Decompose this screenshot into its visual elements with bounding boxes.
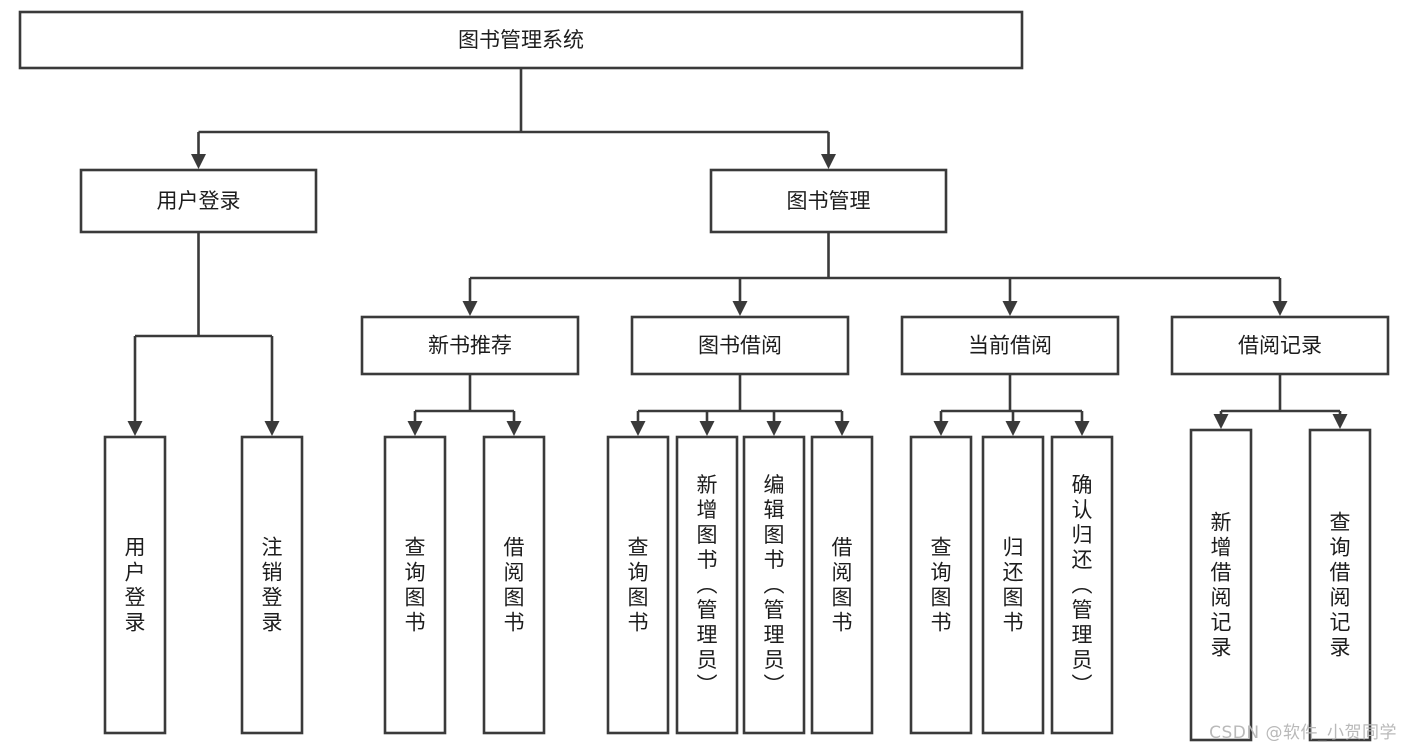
- level3-node-4[interactable]: 借阅记录: [1170, 315, 1390, 376]
- node-layer: 图书管理系统用户登录图书管理新书推荐图书借阅当前借阅借阅记录用户登录注销登录查询…: [18, 10, 1390, 742]
- leaf-node-3-box[interactable]: [383, 435, 447, 735]
- arrowhead: [1002, 301, 1018, 316]
- leaf-node-5-label: 查询图书: [628, 536, 649, 635]
- level3-node-2[interactable]: 图书借阅: [630, 315, 850, 376]
- level2-node-1-box[interactable]: [79, 168, 318, 234]
- leaf-node-2-label: 注销登录: [262, 536, 283, 635]
- leaf-node-1-label: 用户登录: [125, 536, 146, 635]
- root-node-book-management-system-box[interactable]: [18, 10, 1024, 70]
- level3-node-3-label: 当前借阅: [968, 334, 1052, 358]
- leaf-node-8[interactable]: 借阅图书: [810, 435, 874, 735]
- level3-node-3-box[interactable]: [900, 315, 1120, 376]
- level3-node-2-box[interactable]: [630, 315, 850, 376]
- level2-node-2-box[interactable]: [709, 168, 948, 234]
- leaf-node-7[interactable]: 编辑图书︵管理员︶: [742, 435, 806, 735]
- leaf-node-4-label: 借阅图书: [504, 536, 525, 635]
- arrowhead: [821, 154, 836, 169]
- level2-node-1-label: 用户登录: [157, 189, 241, 213]
- leaf-node-6[interactable]: 新增图书︵管理员︶: [675, 435, 739, 735]
- leaf-node-11-label: 确认归还︵管理员︶: [1072, 473, 1093, 697]
- leaf-node-12[interactable]: 新增借阅记录: [1189, 428, 1253, 742]
- level2-node-2[interactable]: 图书管理: [709, 168, 948, 234]
- leaf-node-8-label: 借阅图书: [832, 536, 853, 635]
- arrowhead: [127, 421, 143, 436]
- arrowhead: [1213, 414, 1229, 429]
- leaf-node-12-box[interactable]: [1189, 428, 1253, 742]
- arrowhead: [1332, 414, 1348, 429]
- arrowhead: [462, 301, 478, 316]
- leaf-node-7-label: 编辑图书︵管理员︶: [764, 473, 785, 697]
- leaf-node-9[interactable]: 查询图书: [909, 435, 973, 735]
- leaf-node-6-box[interactable]: [675, 435, 739, 735]
- arrowhead: [264, 421, 280, 436]
- level3-node-1[interactable]: 新书推荐: [360, 315, 580, 376]
- leaf-node-4[interactable]: 借阅图书: [482, 435, 546, 735]
- leaf-node-11-box[interactable]: [1050, 435, 1114, 735]
- root-node-book-management-system-label: 图书管理系统: [458, 28, 584, 52]
- leaf-node-5[interactable]: 查询图书: [606, 435, 670, 735]
- level2-node-1[interactable]: 用户登录: [79, 168, 318, 234]
- arrowhead: [630, 421, 646, 436]
- leaf-node-3-label: 查询图书: [405, 536, 426, 635]
- arrowhead: [506, 421, 522, 436]
- arrowhead: [1074, 421, 1090, 436]
- leaf-node-9-label: 查询图书: [931, 536, 952, 635]
- leaf-node-11[interactable]: 确认归还︵管理员︶: [1050, 435, 1114, 735]
- level3-node-3[interactable]: 当前借阅: [900, 315, 1120, 376]
- leaf-node-7-box[interactable]: [742, 435, 806, 735]
- leaf-node-12-label: 新增借阅记录: [1211, 511, 1232, 660]
- leaf-node-2[interactable]: 注销登录: [240, 435, 304, 735]
- root-node-book-management-system[interactable]: 图书管理系统: [18, 10, 1024, 70]
- arrowhead: [1005, 421, 1021, 436]
- level3-node-1-label: 新书推荐: [428, 334, 512, 358]
- leaf-node-10-box[interactable]: [981, 435, 1045, 735]
- leaf-node-13[interactable]: 查询借阅记录: [1308, 428, 1372, 742]
- connector-layer: [127, 68, 1348, 436]
- leaf-node-1[interactable]: 用户登录: [103, 435, 167, 735]
- level3-node-2-label: 图书借阅: [698, 334, 782, 358]
- arrowhead: [766, 421, 782, 436]
- leaf-node-2-box[interactable]: [240, 435, 304, 735]
- leaf-node-1-box[interactable]: [103, 435, 167, 735]
- leaf-node-10-label: 归还图书: [1003, 536, 1024, 635]
- arrowhead: [834, 421, 850, 436]
- arrowhead: [407, 421, 423, 436]
- leaf-node-3[interactable]: 查询图书: [383, 435, 447, 735]
- leaf-node-13-box[interactable]: [1308, 428, 1372, 742]
- leaf-node-8-box[interactable]: [810, 435, 874, 735]
- leaf-node-5-box[interactable]: [606, 435, 670, 735]
- level3-node-1-box[interactable]: [360, 315, 580, 376]
- level2-node-2-label: 图书管理: [787, 189, 871, 213]
- arrowhead: [191, 154, 206, 169]
- level3-node-4-label: 借阅记录: [1238, 334, 1322, 358]
- arrowhead: [699, 421, 715, 436]
- leaf-node-10[interactable]: 归还图书: [981, 435, 1045, 735]
- arrowhead: [1272, 301, 1288, 316]
- leaf-node-4-box[interactable]: [482, 435, 546, 735]
- leaf-node-6-label: 新增图书︵管理员︶: [697, 473, 718, 697]
- leaf-node-9-box[interactable]: [909, 435, 973, 735]
- arrowhead: [732, 301, 748, 316]
- leaf-node-13-label: 查询借阅记录: [1330, 511, 1351, 660]
- level3-node-4-box[interactable]: [1170, 315, 1390, 376]
- arrowhead: [933, 421, 949, 436]
